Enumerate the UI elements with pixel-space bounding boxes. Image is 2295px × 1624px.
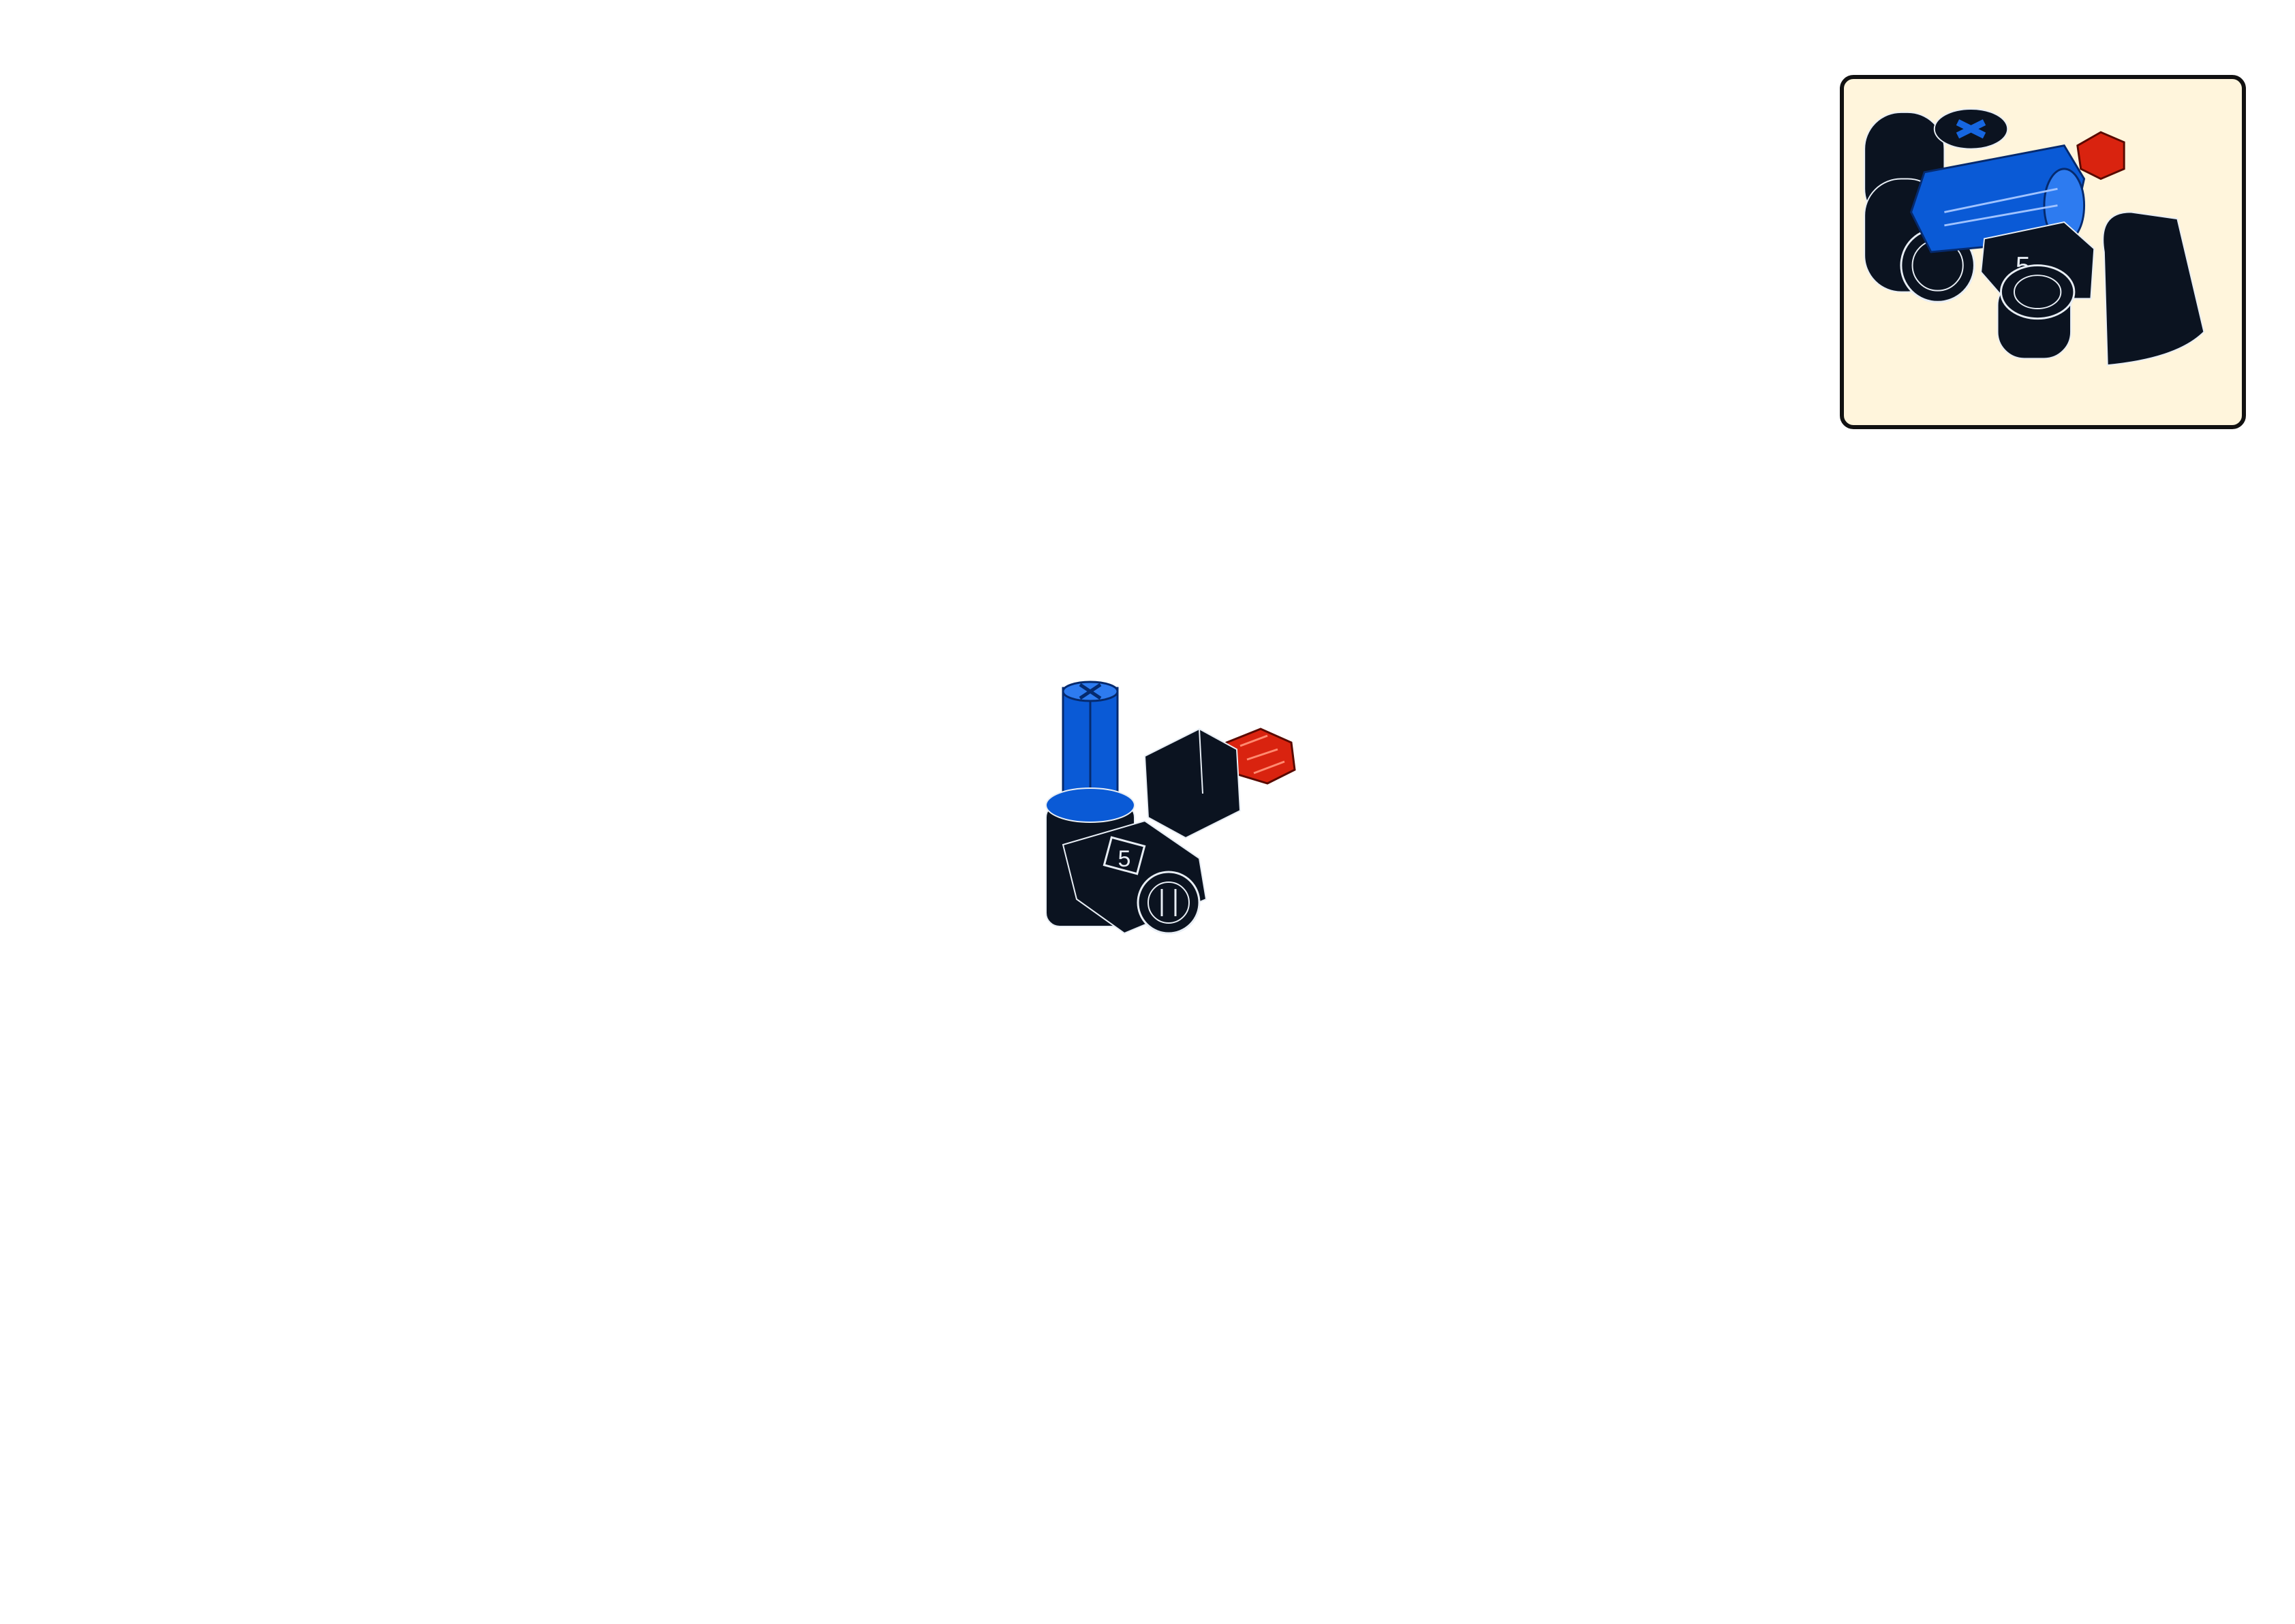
sub-assembly-callout-box: 5 — [1840, 75, 2246, 429]
black-connector-arm — [1143, 728, 1242, 839]
callout-graphic: 5 — [1864, 108, 2205, 366]
callout-axle-cap — [1933, 108, 2009, 150]
callout-red-pin — [2076, 131, 2125, 181]
assembly-graphic: 5 — [1045, 681, 1296, 935]
technic-assembly-illustration: 5 — [1022, 674, 1322, 961]
part-number-label: 5 — [1118, 846, 1131, 872]
angled-connector-part: 5 — [1062, 819, 1207, 935]
callout-black-connector: 5 — [1980, 221, 2095, 360]
callout-black-wedge — [2102, 211, 2205, 366]
callout-blue-axle — [1909, 144, 2086, 253]
blue-axle-part — [1062, 681, 1119, 805]
